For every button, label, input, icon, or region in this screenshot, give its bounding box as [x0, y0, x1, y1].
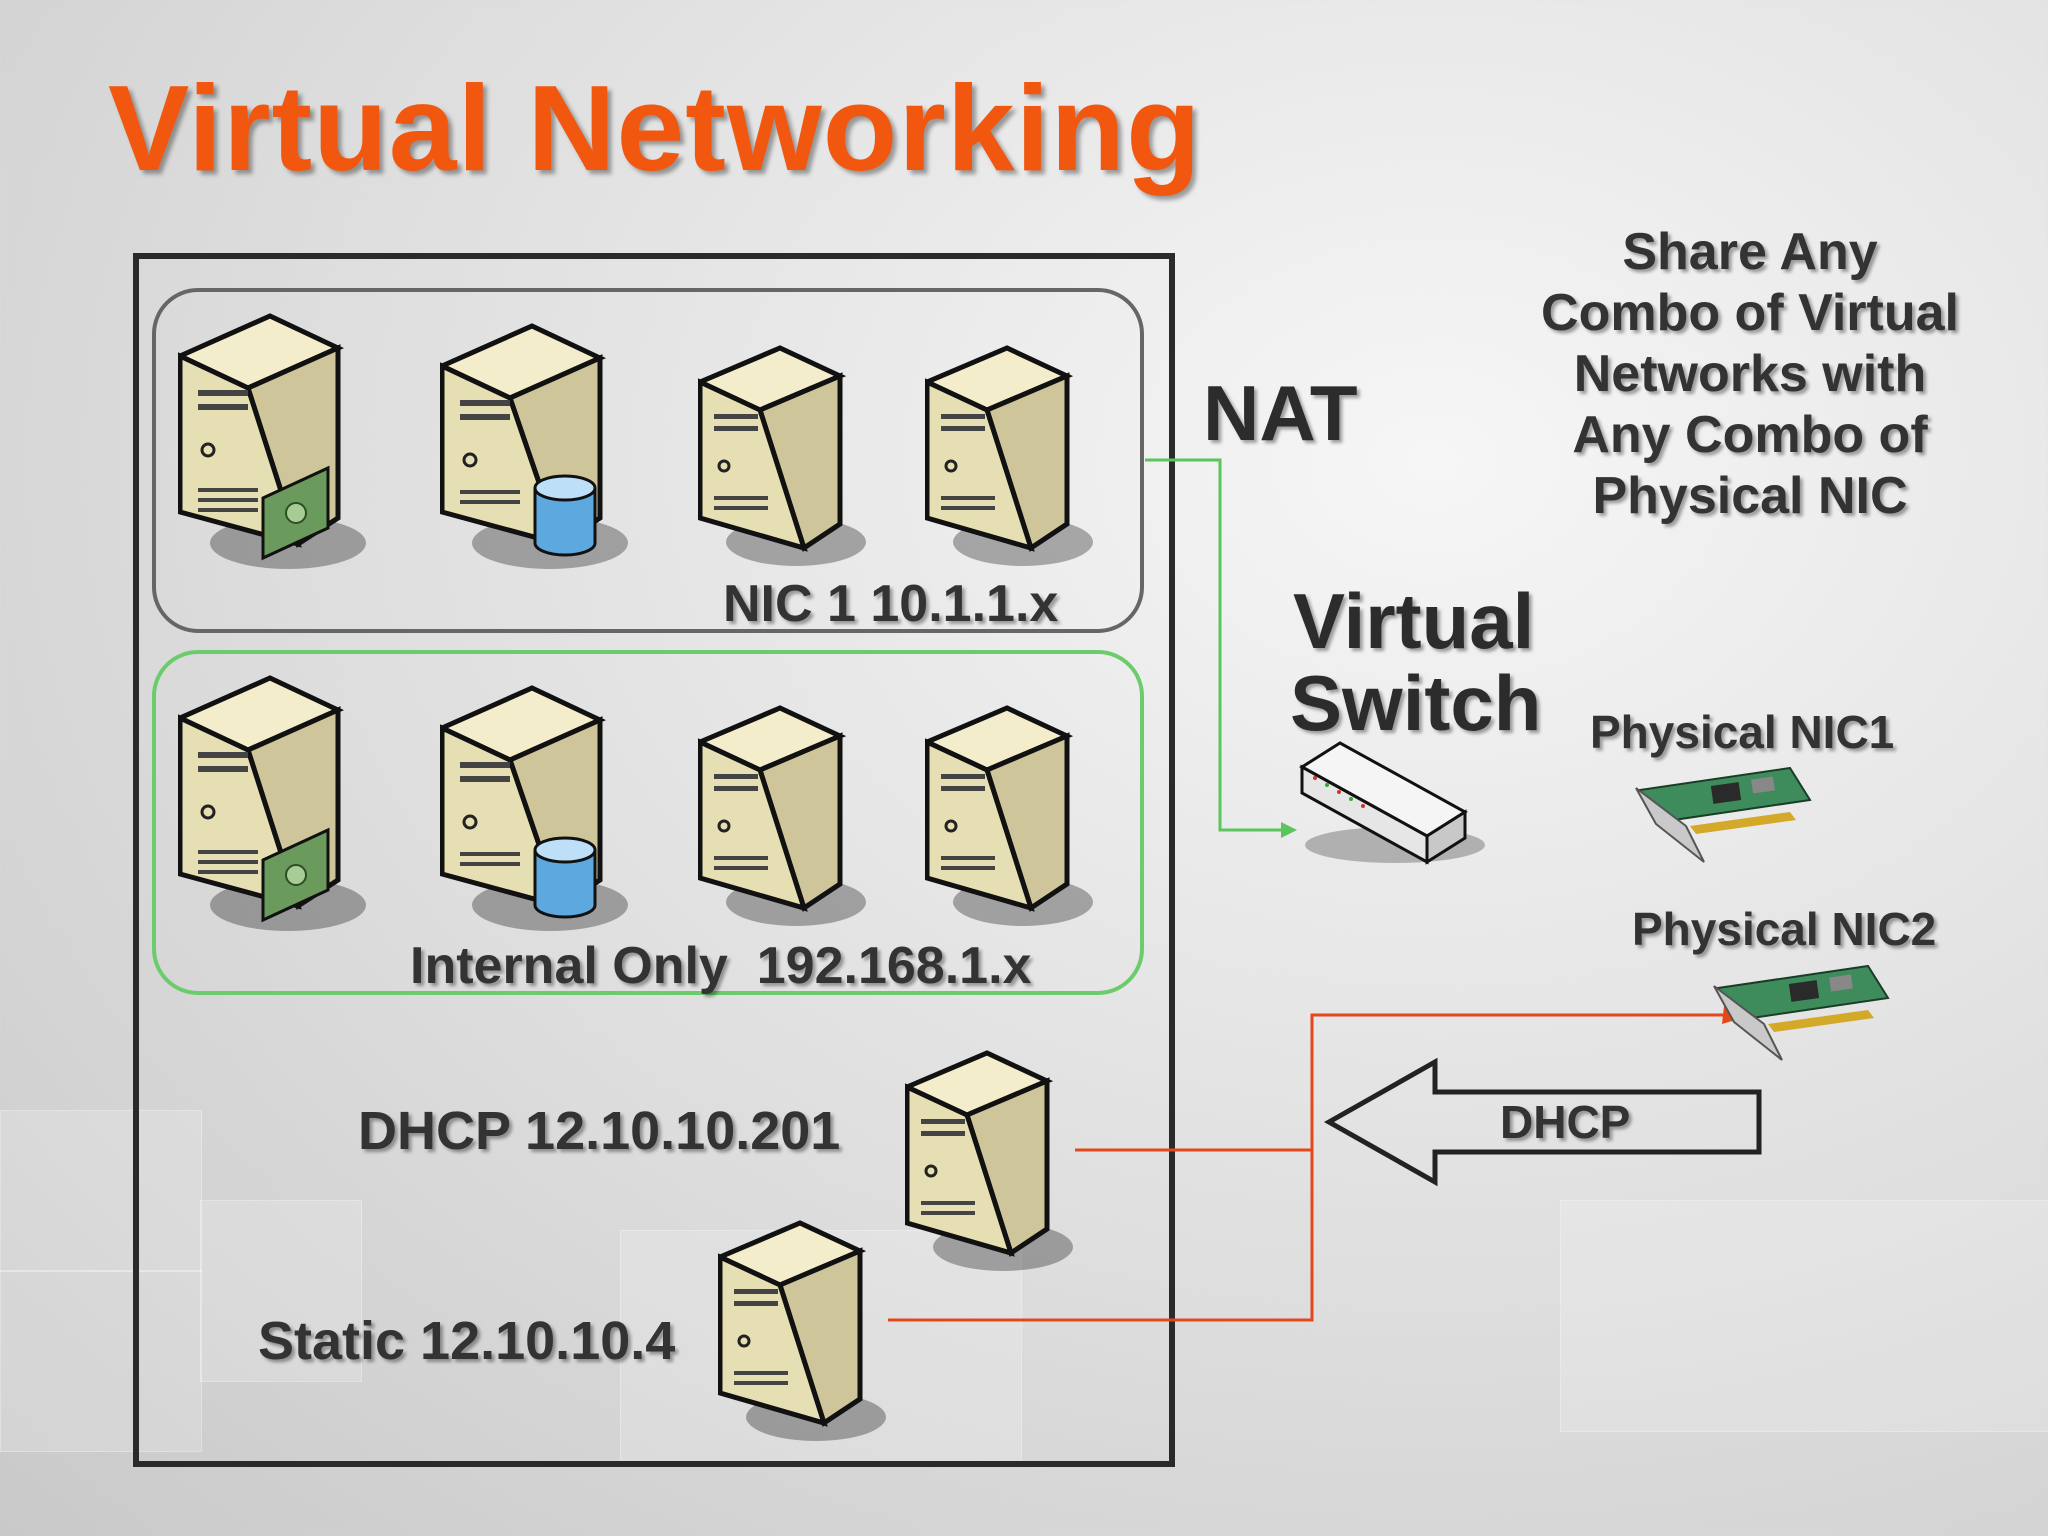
background-tile [1560, 1200, 2048, 1432]
nic1-network-label: NIC 1 10.1.1.x [723, 575, 1059, 633]
physical-nic2-label: Physical NIC2 [1632, 903, 1937, 955]
server-icon [440, 323, 628, 569]
info-line: Share Any [1622, 223, 1878, 281]
info-line: Combo of Virtual [1541, 284, 1959, 342]
dhcp-arrow-icon [1323, 1058, 1762, 1187]
static-server-icon [718, 1220, 886, 1441]
physical-nic1-card-icon [1635, 766, 1812, 863]
info-text-block: Share Any Combo of Virtual Networks with… [1490, 222, 2010, 527]
virtual-switch-icon [1299, 741, 1485, 865]
server-icon [925, 705, 1093, 926]
internal-network-group [152, 650, 1144, 995]
server-icon [925, 345, 1093, 566]
dhcp-server-icon [905, 1050, 1073, 1271]
virtual-switch-label-line2: Switch [1290, 659, 1542, 747]
background-tile [0, 1270, 202, 1452]
physical-nic1-label: Physical NIC1 [1590, 706, 1895, 758]
server-icon [178, 675, 366, 931]
internal-network-label: Internal Only 192.168.1.x [410, 937, 1032, 995]
server-icon [440, 685, 628, 931]
info-line: Physical NIC [1592, 467, 1908, 525]
info-line: Any Combo of [1572, 406, 1928, 464]
nat-label: NAT [1203, 369, 1358, 457]
dhcp-arrow-label: DHCP [1500, 1096, 1631, 1148]
server-icon [698, 705, 866, 926]
server-icon [178, 313, 366, 569]
dhcp-server-label: DHCP 12.10.10.201 [358, 1101, 841, 1161]
host-boundary [133, 253, 1175, 1467]
background-tile [200, 1200, 362, 1382]
nat-arrowhead [1281, 822, 1297, 838]
nic1-network-group [152, 288, 1144, 633]
server-icon [698, 345, 866, 566]
nat-connection-line [1145, 458, 1285, 832]
static-connection-line [888, 1013, 1728, 1322]
info-line: Networks with [1573, 345, 1927, 403]
background-tile [0, 1110, 202, 1272]
static-server-label: Static 12.10.10.4 [258, 1311, 676, 1371]
virtual-switch-label-line1: Virtual [1293, 577, 1535, 665]
page-title: Virtual Networking [108, 60, 1202, 196]
physical-nic2-card-icon [1713, 964, 1890, 1061]
